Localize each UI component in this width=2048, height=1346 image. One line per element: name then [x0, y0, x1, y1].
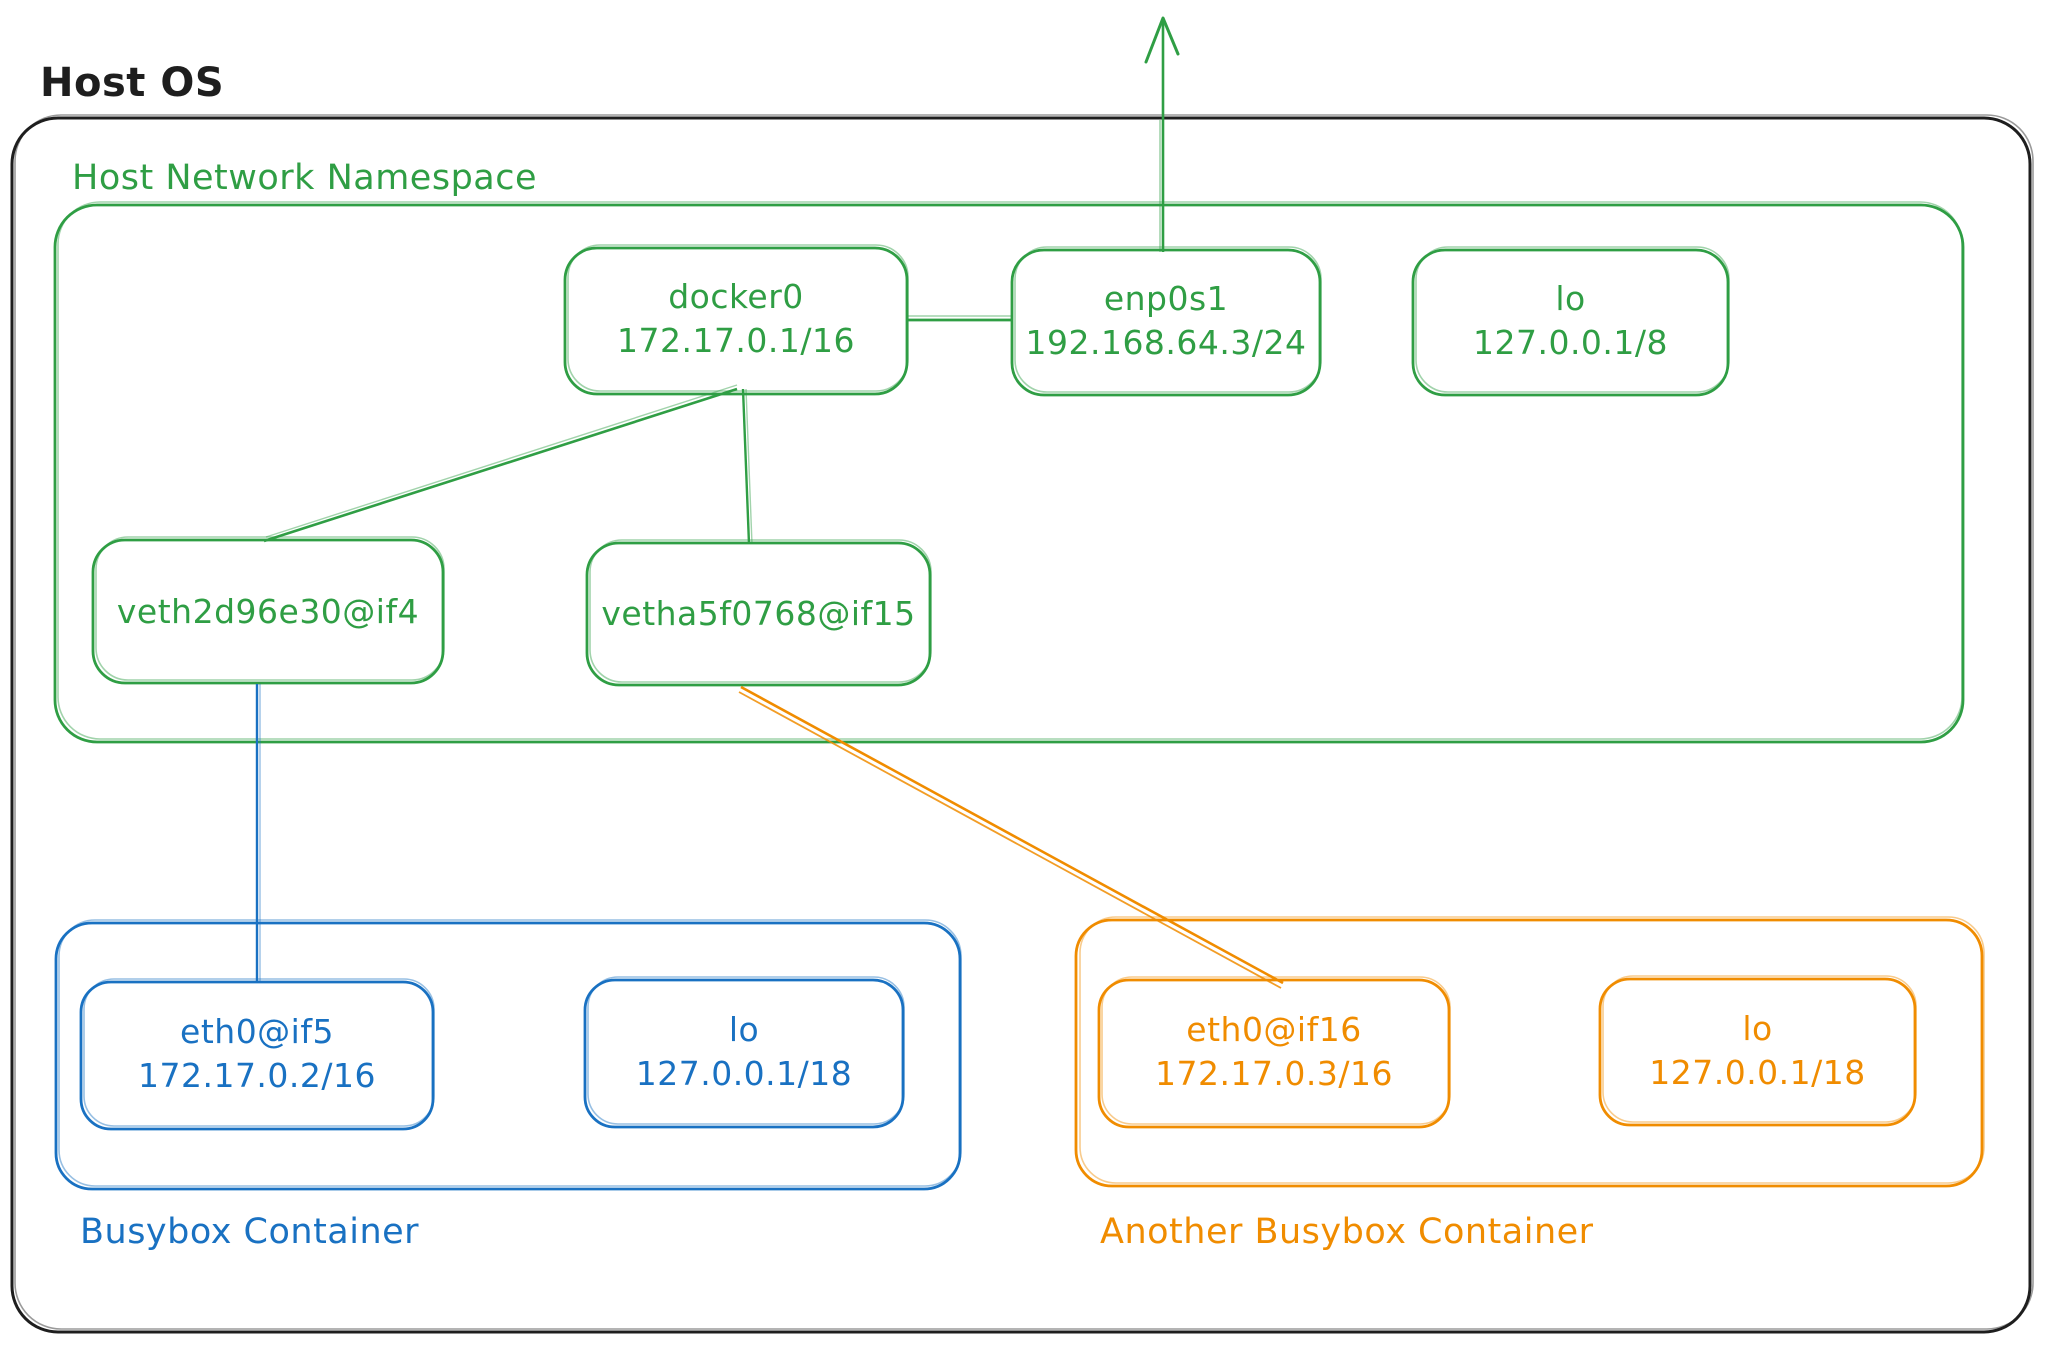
busybox-container-box [54, 921, 962, 1191]
veth-to-busybox2-eth0-link-sketch-stroke [738, 691, 1282, 989]
busybox2-lo-name: lo [1742, 1009, 1773, 1048]
host-network-namespace-box-sketch-stroke [57, 201, 1963, 740]
docker0-ip: 172.17.0.1/16 [616, 320, 856, 360]
busybox2-eth0-node-text: eth0@if16 172.17.0.3/16 [1099, 1008, 1449, 1095]
host-lo-node-text: lo 127.0.0.1/8 [1413, 277, 1728, 364]
host-lo-node-box-sketch-stroke [1415, 246, 1730, 393]
enp0s1-node-box-sketch-stroke [1014, 246, 1322, 393]
docker0-veth-busybox2-link [741, 388, 751, 545]
busybox-container-box-sketch-stroke [58, 919, 962, 1187]
docker0-node-box-sketch-stroke [567, 244, 909, 392]
busybox-eth0-ip: 172.17.0.2/16 [137, 1055, 377, 1095]
busybox-lo-ip: 127.0.0.1/18 [635, 1053, 853, 1093]
host-lo-node-box [1411, 248, 1730, 397]
busybox-container-label: Busybox Container [80, 1212, 420, 1252]
busybox2-lo-node-box [1598, 977, 1917, 1127]
docker0-name: docker0 [668, 277, 804, 316]
host-os-box-sketch-stroke [14, 114, 2034, 1330]
busybox-eth0-name: eth0@if5 [180, 1012, 334, 1051]
veth-busybox-name: veth2d96e30@if4 [116, 592, 420, 631]
busybox-lo-node-box [583, 978, 905, 1129]
busybox2-eth0-ip: 172.17.0.3/16 [1154, 1053, 1394, 1093]
busybox-lo-node-text: lo 127.0.0.1/18 [585, 1008, 903, 1095]
host-lo-ip: 127.0.0.1/8 [1472, 322, 1669, 362]
veth-busybox2-node-box-sketch-stroke [589, 539, 932, 683]
busybox-lo-name: lo [728, 1010, 760, 1049]
uplink-arrowhead [1144, 16, 1180, 64]
enp0s1-ip: 192.168.64.3/24 [1025, 322, 1307, 362]
veth-to-busybox2-eth0-link [740, 685, 1284, 985]
veth-busybox-node-box-sketch-stroke [95, 536, 445, 681]
busybox-lo-node-box-sketch-stroke [587, 976, 905, 1125]
busybox-eth0-node-text: eth0@if5 172.17.0.2/16 [81, 1010, 433, 1097]
enp0s1-node-text: enp0s1 192.168.64.3/24 [1012, 277, 1320, 364]
docker0-veth-busybox-link [263, 387, 738, 543]
host-lo-name: lo [1555, 279, 1586, 318]
docker0-veth-busybox2-link-sketch-stroke [745, 388, 753, 545]
another-busybox-container-label: Another Busybox Container [1100, 1212, 1594, 1252]
docker0-veth-busybox-link-sketch-stroke [265, 384, 738, 538]
busybox2-eth0-node-box [1097, 978, 1451, 1129]
veth-busybox-node-text: veth2d96e30@if4 [93, 590, 443, 634]
host-network-namespace-box [53, 203, 1965, 744]
busybox-eth0-node-box-sketch-stroke [83, 978, 435, 1127]
host-os-label: Host OS [40, 60, 225, 106]
busybox2-lo-node-box-sketch-stroke [1602, 975, 1917, 1123]
docker0-node-text: docker0 172.17.0.1/16 [565, 275, 907, 362]
enp0s1-name: enp0s1 [1103, 279, 1229, 318]
another-busybox-container-box-sketch-stroke [1079, 916, 1985, 1184]
veth-busybox2-node-text: vetha5f0768@if15 [587, 592, 930, 636]
enp0s1-node-box [1010, 248, 1322, 397]
busybox2-eth0-name: eth0@if16 [1186, 1010, 1362, 1049]
busybox2-eth0-node-box-sketch-stroke [1101, 976, 1451, 1125]
another-busybox-container-box [1074, 918, 1984, 1188]
host-os-box [10, 116, 2032, 1334]
veth-busybox2-name: vetha5f0768@if15 [601, 594, 916, 633]
busybox2-lo-ip: 127.0.0.1/18 [1649, 1052, 1866, 1092]
busybox2-lo-node-text: lo 127.0.0.1/18 [1600, 1007, 1915, 1094]
veth-busybox2-node-box [585, 541, 932, 687]
host-network-namespace-label: Host Network Namespace [72, 158, 538, 198]
